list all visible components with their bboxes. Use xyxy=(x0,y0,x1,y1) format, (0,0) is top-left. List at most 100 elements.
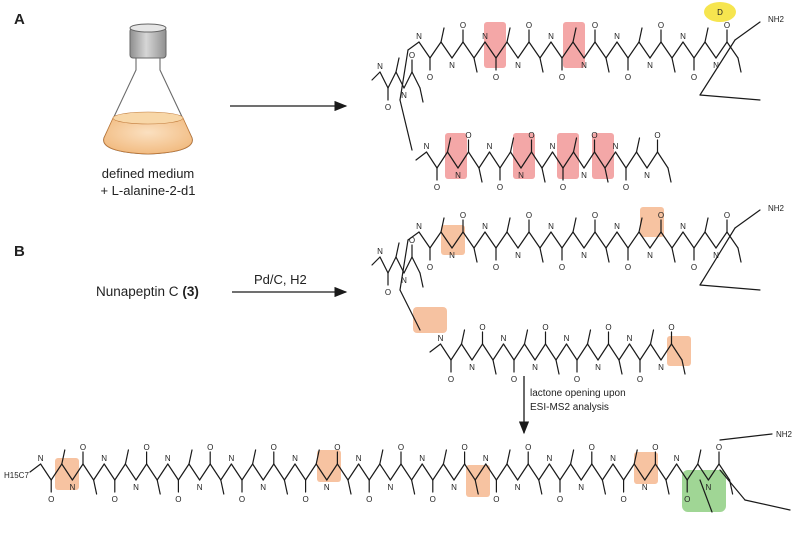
svg-text:O: O xyxy=(398,443,404,452)
svg-text:O: O xyxy=(716,443,722,452)
svg-text:O: O xyxy=(559,263,565,272)
svg-text:O: O xyxy=(112,495,118,504)
svg-text:N: N xyxy=(627,334,633,343)
svg-text:N: N xyxy=(614,32,620,41)
svg-text:N: N xyxy=(292,454,298,463)
svg-text:N: N xyxy=(644,171,650,180)
svg-text:O: O xyxy=(574,375,580,384)
svg-text:N: N xyxy=(165,454,171,463)
svg-text:O: O xyxy=(591,131,597,140)
svg-text:N: N xyxy=(581,171,587,180)
svg-text:N: N xyxy=(38,454,44,463)
svg-text:O: O xyxy=(479,323,485,332)
svg-text:N: N xyxy=(595,363,601,372)
svg-text:N: N xyxy=(401,276,407,285)
svg-text:N: N xyxy=(550,142,556,151)
svg-text:O: O xyxy=(434,183,440,192)
svg-text:N: N xyxy=(610,454,616,463)
svg-text:N: N xyxy=(515,61,521,70)
svg-text:O: O xyxy=(461,443,467,452)
svg-text:N: N xyxy=(416,222,422,231)
svg-text:O: O xyxy=(207,443,213,452)
svg-text:N: N xyxy=(487,142,493,151)
svg-text:N: N xyxy=(613,142,619,151)
reagents-label: Pd/C, H2 xyxy=(254,272,307,287)
svg-text:N: N xyxy=(401,91,407,100)
svg-text:O: O xyxy=(623,183,629,192)
svg-text:O: O xyxy=(637,375,643,384)
svg-text:N: N xyxy=(449,61,455,70)
svg-text:N: N xyxy=(532,363,538,372)
svg-text:N: N xyxy=(377,62,383,71)
svg-text:O: O xyxy=(427,263,433,272)
svg-text:N: N xyxy=(564,334,570,343)
svg-text:O: O xyxy=(175,495,181,504)
svg-text:N: N xyxy=(614,222,620,231)
svg-text:N: N xyxy=(438,334,444,343)
svg-text:O: O xyxy=(691,73,697,82)
svg-text:O: O xyxy=(724,211,730,220)
svg-text:N: N xyxy=(547,454,553,463)
svg-text:N: N xyxy=(647,251,653,260)
svg-text:N: N xyxy=(578,483,584,492)
svg-text:N: N xyxy=(680,222,686,231)
svg-text:O: O xyxy=(668,323,674,332)
svg-text:N: N xyxy=(469,363,475,372)
panel-label-b: B xyxy=(14,243,25,260)
svg-text:N: N xyxy=(416,32,422,41)
svg-text:O: O xyxy=(430,495,436,504)
svg-text:N: N xyxy=(642,483,648,492)
svg-text:O: O xyxy=(460,21,466,30)
svg-text:O: O xyxy=(592,211,598,220)
svg-text:O: O xyxy=(620,495,626,504)
svg-text:O: O xyxy=(684,495,690,504)
svg-text:N: N xyxy=(133,483,139,492)
svg-text:O: O xyxy=(625,263,631,272)
flask-caption-alanine: + L-alanine-2-d1 xyxy=(100,183,195,198)
svg-text:N: N xyxy=(674,454,680,463)
nh2-label-a: NH2 xyxy=(768,15,785,24)
svg-text:N: N xyxy=(356,454,362,463)
svg-text:O: O xyxy=(80,443,86,452)
svg-text:O: O xyxy=(409,236,415,245)
svg-text:O: O xyxy=(48,495,54,504)
svg-text:N: N xyxy=(548,222,554,231)
deuterium-highlight xyxy=(704,2,736,22)
svg-text:N: N xyxy=(713,251,719,260)
svg-text:N: N xyxy=(515,251,521,260)
svg-text:O: O xyxy=(557,495,563,504)
svg-text:N: N xyxy=(483,454,489,463)
svg-text:O: O xyxy=(652,443,658,452)
svg-text:N: N xyxy=(581,251,587,260)
svg-text:N: N xyxy=(713,61,719,70)
svg-text:O: O xyxy=(497,183,503,192)
svg-text:O: O xyxy=(654,131,660,140)
esi-ms-text: ESI-MS2 analysis xyxy=(530,402,609,413)
nh2-label-c: NH2 xyxy=(776,430,793,439)
svg-text:N: N xyxy=(482,222,488,231)
svg-text:O: O xyxy=(526,211,532,220)
svg-text:O: O xyxy=(302,495,308,504)
svg-text:O: O xyxy=(493,263,499,272)
svg-text:N: N xyxy=(581,61,587,70)
svg-text:N: N xyxy=(706,483,712,492)
svg-text:N: N xyxy=(197,483,203,492)
acyl-chain-label: H15C7 xyxy=(4,471,29,480)
svg-text:N: N xyxy=(229,454,235,463)
svg-text:N: N xyxy=(647,61,653,70)
svg-text:O: O xyxy=(385,288,391,297)
svg-text:N: N xyxy=(451,483,457,492)
svg-text:N: N xyxy=(419,454,425,463)
compound-name: Nunapeptin C (3) xyxy=(96,284,199,299)
flask-caption-medium: defined medium xyxy=(102,166,195,181)
svg-text:O: O xyxy=(560,183,566,192)
svg-text:N: N xyxy=(388,483,394,492)
svg-text:O: O xyxy=(334,443,340,452)
svg-text:N: N xyxy=(501,334,507,343)
svg-text:N: N xyxy=(70,483,76,492)
svg-text:O: O xyxy=(271,443,277,452)
deuterium-label: D xyxy=(717,8,723,17)
panel-label-a: A xyxy=(14,11,25,28)
svg-text:O: O xyxy=(625,73,631,82)
